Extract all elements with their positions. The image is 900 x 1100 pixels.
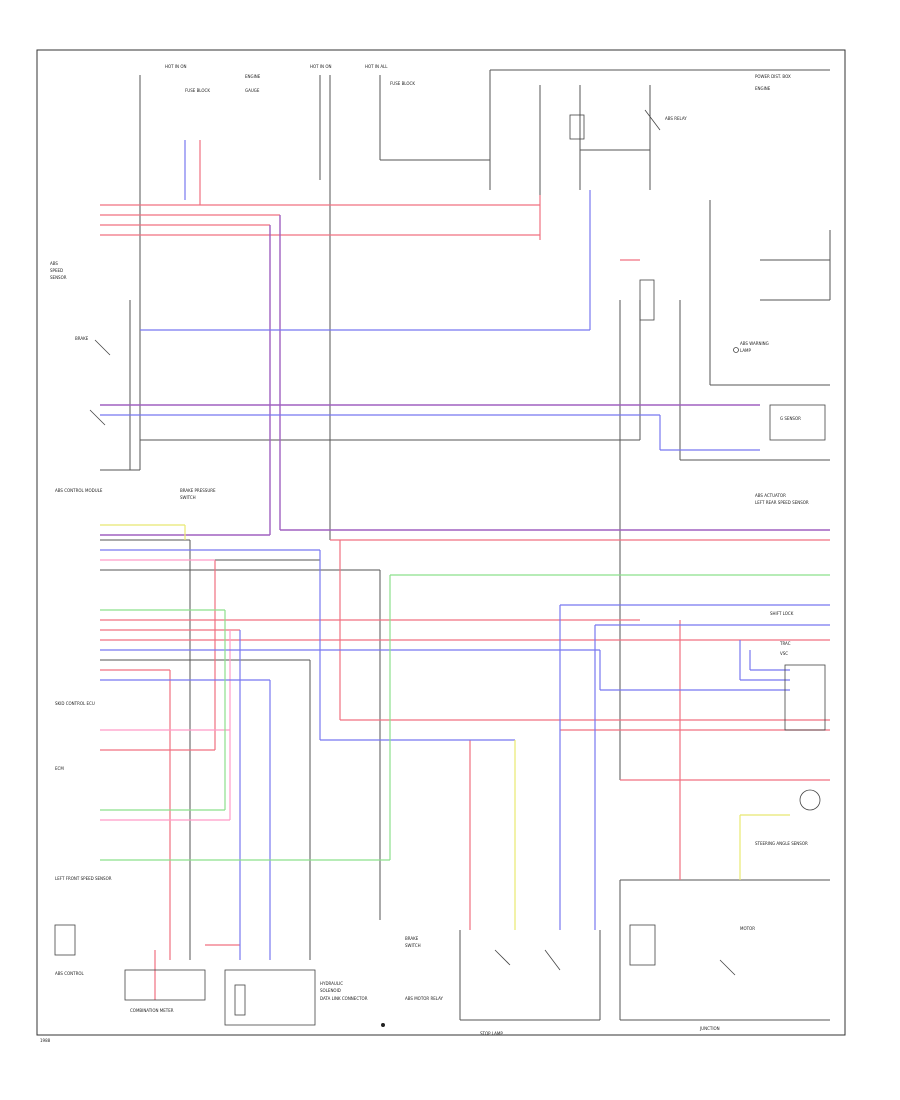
label-f1: MOTOR bbox=[740, 926, 755, 931]
label-d2: COMBINATION METER bbox=[130, 1008, 174, 1013]
label-b7: SWITCH bbox=[180, 495, 196, 500]
yellow-wires bbox=[100, 524, 790, 930]
label-b9: LAMP bbox=[740, 348, 752, 353]
switch-contact-3 bbox=[719, 959, 736, 976]
label-a1: HOT IN ON bbox=[165, 64, 186, 69]
relay-switch-contact bbox=[644, 109, 661, 131]
label-a2: ENGINE bbox=[245, 74, 261, 79]
motor-icon bbox=[799, 789, 821, 811]
label-c6: SHIFT LOCK bbox=[770, 611, 794, 616]
label-c4: ECM bbox=[55, 766, 64, 771]
label-a6: HOT IN ALL bbox=[365, 64, 388, 69]
label-a3: FUSE BLOCK bbox=[185, 88, 210, 93]
label-c2: LEFT REAR SPEED SENSOR bbox=[755, 500, 809, 505]
label-c3: SKID CONTROL ECU bbox=[55, 701, 95, 706]
green-wires bbox=[100, 574, 830, 861]
label-b5: ABS CONTROL MODULE bbox=[55, 488, 103, 493]
label-a7: FUSE BLOCK bbox=[390, 81, 415, 86]
speed-sensor-box bbox=[54, 924, 76, 956]
label-d1: ABS CONTROL bbox=[55, 971, 85, 976]
switch-contact-1 bbox=[494, 949, 511, 966]
label-e2: BRAKE bbox=[405, 936, 419, 941]
components bbox=[54, 109, 826, 1027]
pink-wires bbox=[100, 559, 231, 821]
connector-box bbox=[124, 969, 206, 1001]
red-wires bbox=[100, 140, 830, 1000]
label-b4: BRAKE bbox=[75, 336, 89, 341]
label-d5: SOLENOID bbox=[320, 988, 341, 993]
label-b6: BRAKE PRESSURE bbox=[180, 488, 216, 493]
diagram-frame bbox=[36, 49, 846, 1036]
brake-switch-contact bbox=[94, 339, 111, 356]
motor-relay-coil bbox=[629, 924, 656, 966]
label-a9: ENGINE bbox=[755, 86, 771, 91]
label-b3: SENSOR bbox=[50, 275, 67, 280]
label-b2: SPEED bbox=[50, 268, 63, 273]
label-d4: HYDRAULIC bbox=[320, 981, 343, 986]
label-e5: STEERING ANGLE SENSOR bbox=[755, 841, 808, 846]
sensor-block bbox=[639, 279, 655, 321]
label-e3: SWITCH bbox=[405, 943, 421, 948]
label-c7: TRAC bbox=[779, 641, 791, 646]
label-a4: GAUGE bbox=[245, 88, 260, 93]
label-a5: HOT IN ON bbox=[310, 64, 331, 69]
pressure-switch-contact bbox=[89, 409, 106, 426]
ground-icon bbox=[381, 1023, 385, 1027]
label-b8: ABS WARNING bbox=[740, 341, 769, 346]
label-b10: G SENSOR bbox=[780, 416, 801, 421]
warning-lamp-icon bbox=[733, 347, 739, 353]
blue-wires bbox=[100, 140, 830, 960]
label-b1: ABS bbox=[50, 261, 58, 266]
label-f2: JUNCTION bbox=[699, 1026, 720, 1031]
hydraulic-unit-box bbox=[224, 969, 316, 1026]
purple-wires bbox=[100, 215, 830, 536]
labels: HOT IN ON ENGINE FUSE BLOCK GAUGE HOT IN… bbox=[40, 64, 809, 1043]
label-a8: POWER DIST. BOX bbox=[755, 74, 791, 79]
label-e1: ABS MOTOR RELAY bbox=[405, 996, 444, 1001]
label-c5: LEFT FRONT SPEED SENSOR bbox=[55, 876, 112, 881]
abs-relay-coil bbox=[569, 114, 585, 140]
label-c8: VSC bbox=[780, 651, 788, 656]
solenoid-icon bbox=[234, 984, 246, 1016]
label-f3: 1988 bbox=[40, 1038, 51, 1043]
label-e4: STOP LAMP bbox=[480, 1031, 503, 1036]
steering-sensor-box bbox=[784, 664, 826, 731]
switch-contact-2 bbox=[544, 949, 561, 971]
label-a10: ABS RELAY bbox=[665, 116, 687, 121]
label-d3: DATA LINK CONNECTOR bbox=[320, 996, 368, 1001]
label-c1: ABS ACTUATOR bbox=[755, 493, 786, 498]
lamp-box bbox=[769, 404, 826, 441]
gray-wires bbox=[100, 69, 831, 1021]
